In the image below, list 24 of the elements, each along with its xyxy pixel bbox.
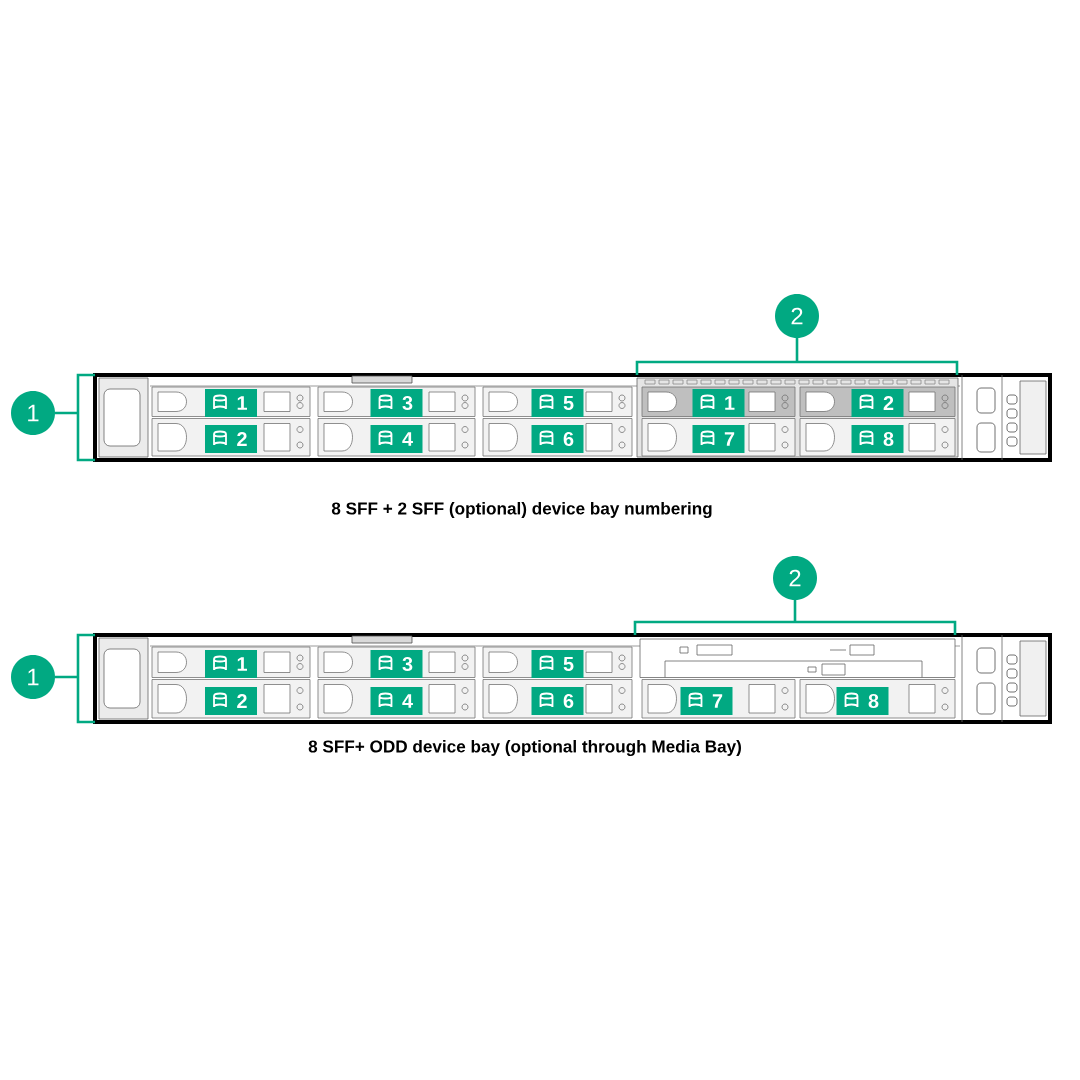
bay-number-badge: 5 [531, 650, 584, 678]
callout-number: 1 [11, 655, 55, 699]
callout-number: 2 [775, 294, 819, 338]
bay-number-badge: 8 [851, 425, 904, 453]
bay-number-badge: 5 [531, 389, 584, 417]
bay-number-badge: 4 [370, 687, 423, 715]
callout-number: 2 [773, 556, 817, 600]
bay-number-badge: 8 [836, 687, 889, 715]
bay-number-badge: 1 [205, 650, 257, 678]
bay-number-badge: 2 [851, 389, 904, 417]
bay-number-badge: 3 [370, 389, 423, 417]
bay-number-badge: 1 [692, 389, 745, 417]
bay-number-badge: 6 [531, 425, 584, 453]
callout-number: 1 [11, 391, 55, 435]
bay-number-badge: 7 [692, 425, 745, 453]
caption: 8 SFF + 2 SFF (optional) device bay numbering [331, 502, 712, 519]
bay-number-badge: 3 [370, 650, 423, 678]
bay-number-badge: 1 [205, 389, 257, 417]
bay-number-badge: 6 [531, 687, 584, 715]
bay-number-badge: 2 [205, 687, 257, 715]
bay-number-badge: 2 [205, 425, 257, 453]
caption: 8 SFF+ ODD device bay (optional through Media Bay) [308, 740, 741, 757]
bay-number-badge: 7 [680, 687, 733, 715]
bay-number-badge: 4 [370, 425, 423, 453]
